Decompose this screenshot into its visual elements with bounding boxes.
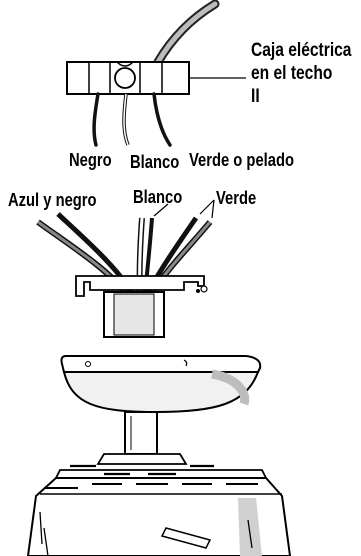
house-wire-label-negro: Negro bbox=[69, 150, 112, 170]
house-wire-label-blanco: Blanco bbox=[130, 152, 180, 172]
box-label-line3: II bbox=[251, 86, 260, 107]
box-label-line2: en el techo bbox=[251, 63, 333, 84]
mounting-bracket bbox=[75, 275, 208, 338]
fan-wire-label-verde: Verde bbox=[216, 188, 257, 208]
fan-wire-label-azul-negro: Azul y negro bbox=[8, 190, 97, 210]
canopy bbox=[60, 355, 262, 414]
box-label-line1: Caja eléctrica bbox=[251, 40, 352, 61]
fan-motor-housing bbox=[26, 453, 292, 556]
house-wires bbox=[92, 92, 172, 147]
fan-wire-label-leaders bbox=[153, 199, 215, 219]
ceiling-electrical-box bbox=[66, 61, 190, 95]
house-wire-label-verde: Verde o pelado bbox=[189, 150, 294, 170]
downrod bbox=[124, 411, 158, 455]
fan-wire-label-blanco: Blanco bbox=[133, 187, 183, 207]
ceiling-supply-cable bbox=[153, 0, 220, 67]
